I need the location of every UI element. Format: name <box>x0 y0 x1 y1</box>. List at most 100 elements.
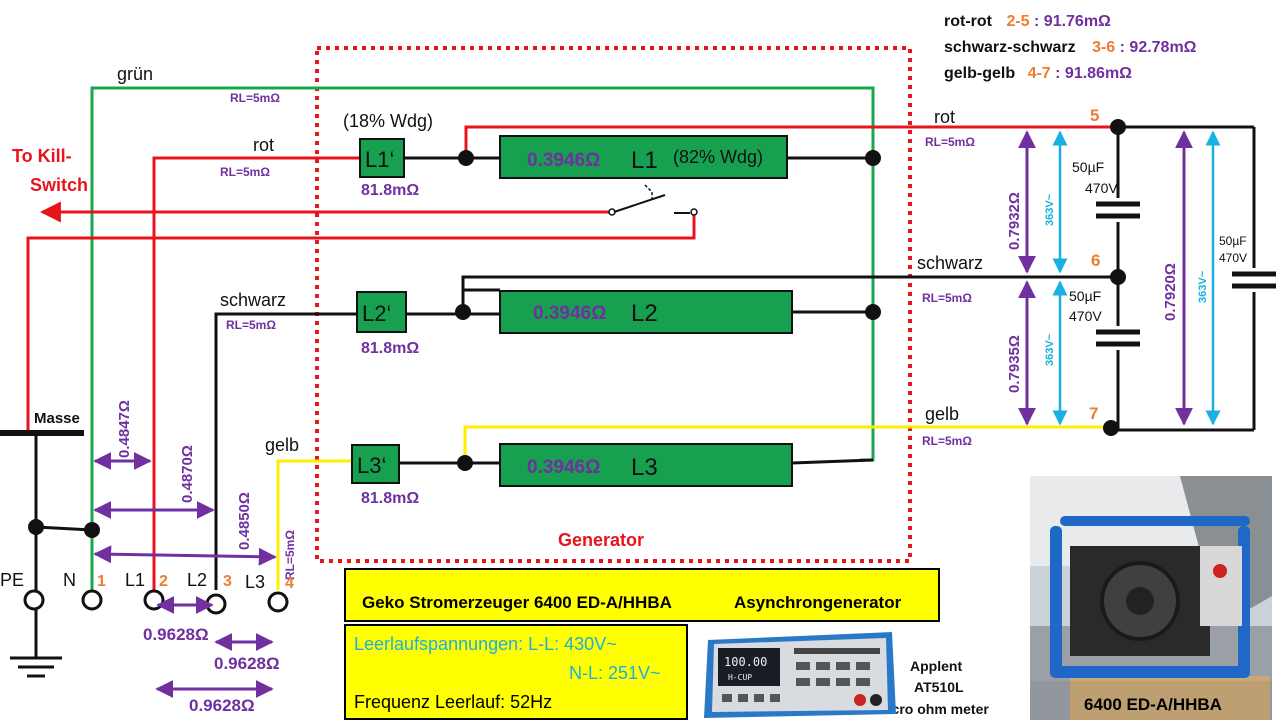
terminal-l2-num: 3 <box>223 573 232 590</box>
rl-gruen: RL=5mΩ <box>230 91 280 105</box>
l2-main-value: 0.3946Ω <box>533 303 606 324</box>
volt-57: 363V~ <box>1197 270 1209 303</box>
res-n-l1: 0.4847Ω <box>116 400 133 458</box>
terminal-l1-label: L1 <box>125 570 145 590</box>
cap-right-value: 50µF <box>1219 234 1247 248</box>
res-57: 0.7920Ω <box>1162 263 1179 321</box>
output-num-6: 6 <box>1091 251 1100 270</box>
wire-kill-masse <box>26 214 696 430</box>
cap-bottom-voltage: 470V <box>1069 308 1102 324</box>
cap-right-voltage: 470V <box>1219 251 1247 265</box>
cap-top-voltage: 470V <box>1085 180 1118 196</box>
frequenz: Frequenz Leerlauf: 52Hz <box>354 692 553 712</box>
l2-aux-value: 81.8mΩ <box>361 340 419 357</box>
label-rot-out: rot <box>934 107 955 127</box>
res-ll-1: 0.9628Ω <box>143 625 209 644</box>
junction-dots <box>28 119 1126 538</box>
l1-aux-name: L1‘ <box>365 147 394 172</box>
output-num-7: 7 <box>1089 404 1098 423</box>
wire-gelb-l3 <box>276 459 352 590</box>
generator-label: Generator <box>558 530 644 550</box>
cap-top-value: 50µF <box>1072 159 1104 175</box>
wire-schwarz-out <box>461 275 1118 312</box>
generator-photo: 6400 ED-A/HHBA <box>1030 476 1272 720</box>
generator-type: Asynchrongenerator <box>734 593 902 612</box>
meas-rot-value: : 91.76mΩ <box>1034 13 1111 30</box>
meas-gelb-terminals: 4-7 <box>1028 65 1051 82</box>
res-67: 0.7935Ω <box>1006 335 1023 393</box>
res-n-l2: 0.4870Ω <box>179 445 196 503</box>
winding-l3-aux <box>351 444 400 484</box>
meas-schwarz-value: : 92.78mΩ <box>1120 39 1197 56</box>
meter-display: 100.00 <box>724 655 767 669</box>
l1-main-note: (82% Wdg) <box>673 147 763 167</box>
terminal-l1-num: 2 <box>159 573 168 590</box>
kill-switch-label: To Kill- Switch <box>12 146 88 195</box>
meter-screen <box>718 648 780 686</box>
generator-border <box>315 46 912 563</box>
meas-rot-label: rot-rot <box>944 13 993 30</box>
meter-model: AT510L <box>914 679 964 695</box>
label-schwarz-in: schwarz <box>220 290 286 310</box>
rl-schwarz-in: RL=5mΩ <box>226 318 276 332</box>
wire-rot-out <box>464 125 1118 158</box>
winding-l2-aux <box>356 291 407 333</box>
wire-l3-star <box>791 458 874 465</box>
l1-aux-value: 81.8mΩ <box>361 182 419 199</box>
meter-desc: Micro ohm meter <box>876 701 989 717</box>
label-rot-in: rot <box>253 135 274 155</box>
switch-blade <box>613 194 666 213</box>
volt-56: 363V~ <box>1044 193 1056 226</box>
leerlauf-voltage: Leerlaufspannungen: L-L: 430V~ <box>354 634 617 654</box>
output-num-5: 5 <box>1090 106 1099 125</box>
meas-gelb-label: gelb-gelb <box>944 65 1015 82</box>
winding-l1-aux <box>359 138 405 178</box>
volt-67: 363V~ <box>1044 333 1056 366</box>
svg-text:schwarz-schwarz 3-6 :: schwarz-schwarz 3-6 : 92.78mΩ <box>944 39 1197 56</box>
meas-schwarz-label: schwarz-schwarz <box>944 39 1076 56</box>
label-gelb-out: gelb <box>925 404 959 424</box>
wire-rot-l1 <box>152 156 360 590</box>
winding-l3-main <box>499 443 793 487</box>
rl-rot-out: RL=5mΩ <box>925 135 975 149</box>
switch-contact-b <box>690 208 698 216</box>
res-ll-3: 0.9628Ω <box>189 696 255 715</box>
wire-schwarz-l2 <box>214 312 357 590</box>
label-gelb-in: gelb <box>265 435 299 455</box>
l1-tap-note: (18% Wdg) <box>343 111 433 131</box>
spec-box: Leerlaufspannungen: L-L: 430V~ N-L: 251V… <box>344 624 688 720</box>
l2-main-name: L2 <box>631 300 658 327</box>
meter-display-sub: H-CUP <box>728 673 752 682</box>
arrow-n-l3 <box>93 545 277 566</box>
terminal-l3-num: 4 <box>285 575 294 592</box>
photo-caption: 6400 ED-A/HHBA <box>1084 695 1222 714</box>
terminal-n-label: N <box>63 570 76 590</box>
l2-aux-name: L2‘ <box>362 301 391 326</box>
terminal-n-num: 1 <box>97 573 106 590</box>
l3-main-value: 0.3946Ω <box>527 457 600 478</box>
l3-main-name: L3 <box>631 454 658 481</box>
cap-bottom-value: 50µF <box>1069 288 1101 304</box>
svg-text:rot-rot 2-5 : 91.76mΩ: rot-rot 2-5 : 91.76mΩ <box>944 13 1111 30</box>
res-56: 0.7932Ω <box>1006 192 1023 250</box>
winding-l2-main <box>499 290 793 334</box>
terminal-l2-label: L2 <box>187 570 207 590</box>
svg-text:gelb-gelb 4-7 : 91.86m: gelb-gelb 4-7 : 91.86mΩ <box>944 65 1132 82</box>
rl-schwarz-out: RL=5mΩ <box>922 291 972 305</box>
terminal-l3-label: L3 <box>245 572 265 592</box>
meas-gelb-value: : 91.86mΩ <box>1055 65 1132 82</box>
l3-aux-name: L3‘ <box>357 453 386 478</box>
nl-voltage: N-L: 251V~ <box>569 663 661 683</box>
rl-gelb-in: RL=5mΩ <box>283 530 297 580</box>
meas-schwarz-terminals: 3-6 <box>1092 39 1115 56</box>
res-n-l3: 0.4850Ω <box>236 492 253 550</box>
brand-model: Geko Stromerzeuger 6400 ED-A/HHBA <box>362 593 672 612</box>
label-gruen: grün <box>117 64 153 84</box>
wire-gelb-out <box>463 425 1118 463</box>
label-schwarz-out: schwarz <box>917 253 983 273</box>
terminal-pe-label: PE <box>0 570 24 590</box>
l1-main-value: 0.3946Ω <box>527 150 600 171</box>
terminal-posts <box>23 589 289 615</box>
res-ll-2: 0.9628Ω <box>214 654 280 673</box>
